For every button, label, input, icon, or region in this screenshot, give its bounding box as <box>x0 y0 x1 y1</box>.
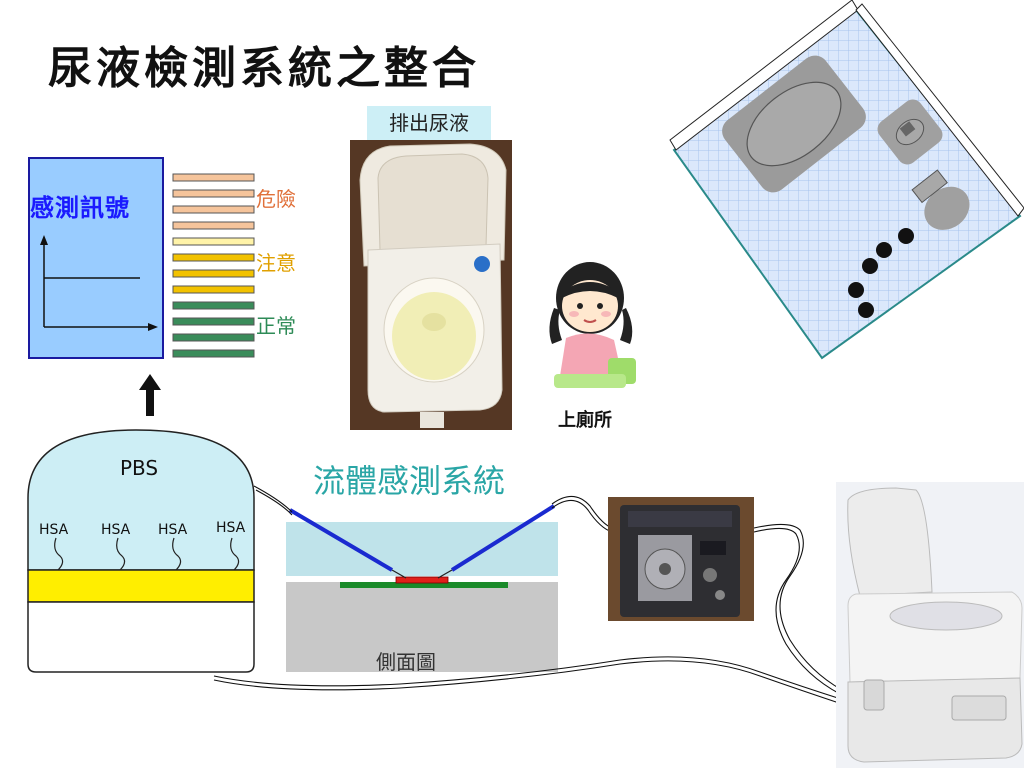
side-view-label: 側面圖 <box>376 650 436 674</box>
sensor-chip <box>27 429 255 673</box>
level-label-danger: 危險 <box>256 187 296 211</box>
girl-illustration <box>549 262 636 388</box>
level-bar <box>172 205 255 214</box>
level-bar <box>172 285 255 294</box>
girl-caption: 上廁所 <box>558 410 612 431</box>
level-bar <box>172 317 255 326</box>
level-bar <box>172 221 255 230</box>
level-bar <box>172 189 255 198</box>
sensor-spot <box>395 576 449 584</box>
electrode-strip <box>340 582 508 588</box>
level-bar <box>172 253 255 262</box>
outlet-tube <box>450 504 556 572</box>
hsa-linker <box>54 537 64 571</box>
level-bar <box>172 333 255 342</box>
level-bar <box>172 269 255 278</box>
footstep-dot <box>848 282 864 298</box>
hsa-linker <box>230 537 240 571</box>
signal-level-bars <box>172 173 255 358</box>
signal-panel <box>28 157 164 359</box>
footstep-dot <box>858 302 874 318</box>
hsa-linker <box>172 537 182 571</box>
level-label-caution: 注意 <box>256 251 296 275</box>
hsa-linker <box>116 537 126 571</box>
fluid-system-title: 流體感測系統 <box>313 462 506 500</box>
portable-toilet-photo <box>836 482 1024 768</box>
signal-axes <box>40 235 158 331</box>
bathroom-floorplan <box>669 0 1024 360</box>
side-view-diagram <box>286 504 558 672</box>
peristaltic-pump-photo <box>608 497 754 621</box>
footstep-dot <box>898 228 914 244</box>
urine-output-tag: 排出尿液 <box>367 106 491 140</box>
hsa-label: HSA <box>39 522 69 538</box>
level-bar <box>172 301 255 310</box>
footstep-dot <box>862 258 878 274</box>
footstep-dot <box>876 242 892 258</box>
hsa-label: HSA <box>216 520 246 536</box>
inlet-tube <box>288 508 394 572</box>
hsa-label: HSA <box>158 522 188 538</box>
pbs-dome <box>27 429 255 571</box>
substrate <box>27 601 255 673</box>
hsa-label: HSA <box>101 522 131 538</box>
up-arrow-icon <box>139 374 161 416</box>
level-bar <box>172 173 255 182</box>
level-label-normal: 正常 <box>256 314 296 338</box>
page-title: 尿液檢測系統之整合 <box>48 43 480 94</box>
toilet-photo <box>350 140 512 430</box>
pbs-label: PBS <box>120 456 159 480</box>
level-bar <box>172 237 255 246</box>
base-substrate <box>286 582 558 672</box>
level-bar <box>172 349 255 358</box>
signal-panel-title: 感測訊號 <box>30 193 130 222</box>
